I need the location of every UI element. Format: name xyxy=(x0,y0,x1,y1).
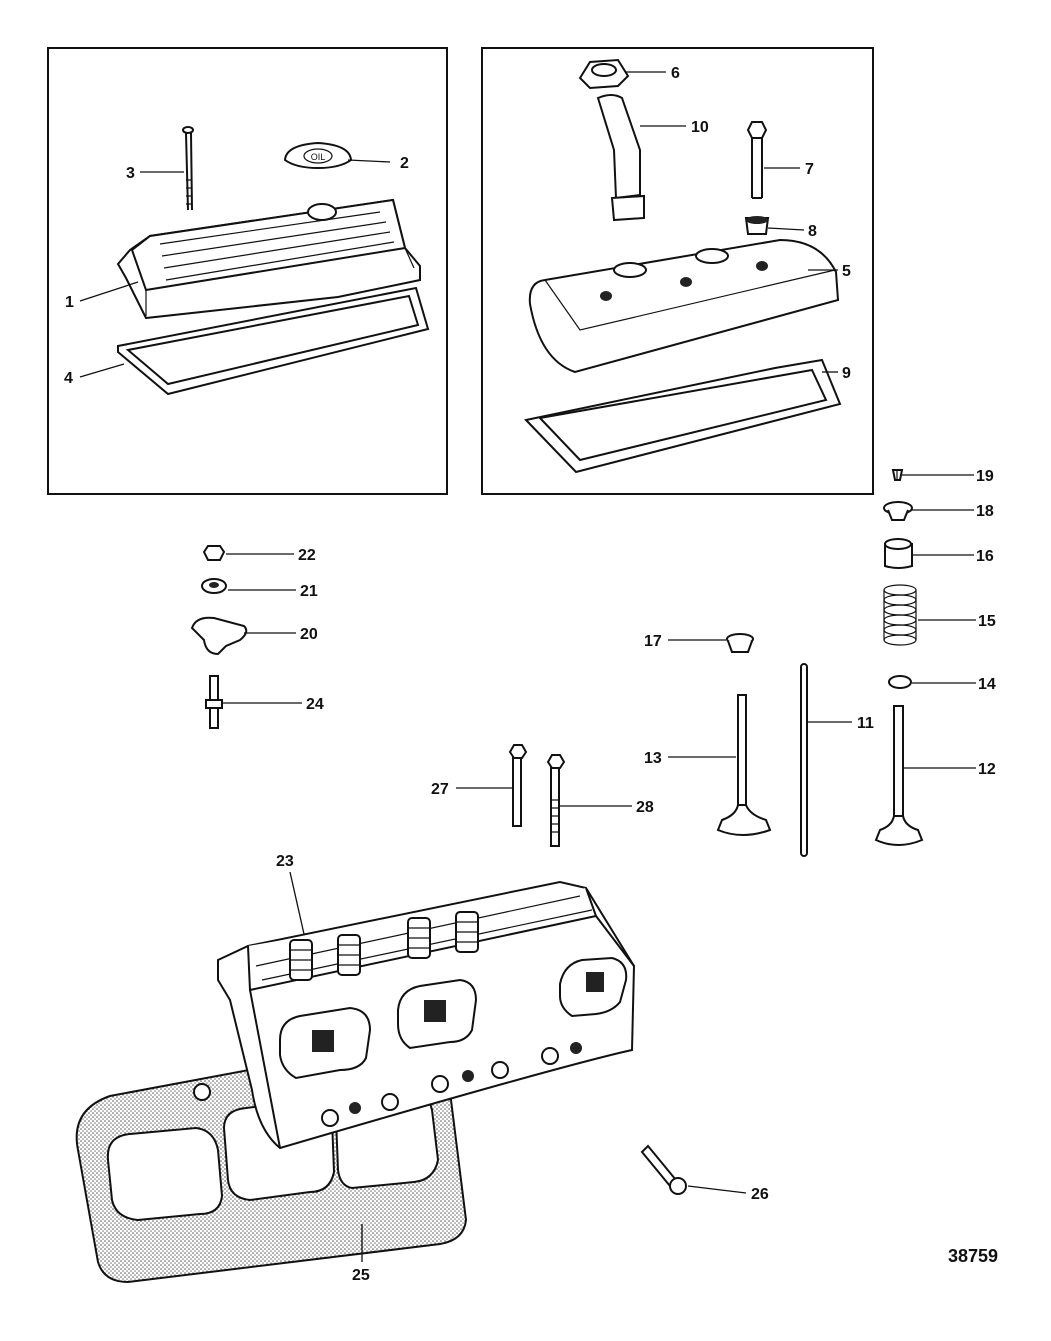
leader-8 xyxy=(767,227,805,231)
callout-12: 12 xyxy=(978,761,996,778)
leader-1 xyxy=(79,281,139,302)
callout-9: 9 xyxy=(842,365,851,382)
rotator-part-17 xyxy=(726,633,754,653)
leader-26 xyxy=(687,1185,747,1194)
callout-21: 21 xyxy=(300,583,318,600)
valve-cover-part-1 xyxy=(116,198,421,320)
callout-27: 27 xyxy=(431,781,449,798)
intake-valve-part-13 xyxy=(716,694,772,836)
callout-10: 10 xyxy=(691,119,709,136)
right-panel: 5 6 7 8 9 10 xyxy=(481,47,874,495)
head-bolt-part-28 xyxy=(546,754,566,847)
callout-18: 18 xyxy=(976,503,994,520)
callout-22: 22 xyxy=(298,547,316,564)
callout-14: 14 xyxy=(978,676,996,693)
leader-23 xyxy=(289,871,305,935)
rocker-ball-part-21 xyxy=(201,578,227,594)
callout-6: 6 xyxy=(671,65,680,82)
valve-seal-part-16 xyxy=(884,538,913,569)
callout-2: 2 xyxy=(400,155,409,172)
filler-cap-part-6 xyxy=(578,58,630,90)
grommet-part-8 xyxy=(744,216,770,235)
head-valve-springs xyxy=(289,911,479,981)
exhaust-valve-part-12 xyxy=(874,705,924,846)
callout-16: 16 xyxy=(976,548,994,565)
valve-cover-gasket-part-4 xyxy=(117,286,430,396)
leader-4 xyxy=(79,363,125,378)
cylinder-head-part-23 xyxy=(217,880,636,1150)
figure-number: 38759 xyxy=(948,1246,998,1266)
valve-train-parts: 11 12 13 14 15 16 17 18 19 xyxy=(644,468,996,857)
callout-28: 28 xyxy=(636,799,654,816)
rocker-cover-gasket-part-9 xyxy=(524,358,842,474)
left-panel: OIL 1 2 3 4 xyxy=(47,47,448,495)
pushrod-part-11 xyxy=(800,663,808,857)
rocker-arm-parts: 20 21 22 24 xyxy=(190,545,324,729)
rocker-arm-part-20 xyxy=(190,616,248,656)
head-bolt-part-27 xyxy=(508,744,528,827)
valve-shim-part-14 xyxy=(888,675,912,689)
callout-15: 15 xyxy=(978,613,996,630)
callout-20: 20 xyxy=(300,626,318,643)
callout-5: 5 xyxy=(842,263,851,280)
callout-8: 8 xyxy=(808,223,817,240)
callout-17: 17 xyxy=(644,633,662,650)
callout-25: 25 xyxy=(352,1267,370,1284)
oil-cap-label: OIL xyxy=(311,152,326,162)
callout-7: 7 xyxy=(805,161,814,178)
callout-4: 4 xyxy=(64,370,73,387)
callout-23: 23 xyxy=(276,853,294,870)
rocker-nut-part-22 xyxy=(202,545,226,561)
leader-2 xyxy=(347,159,391,163)
rocker-cover-part-5 xyxy=(528,238,840,374)
filler-tube-part-10 xyxy=(596,94,645,222)
head-bolts: 27 28 xyxy=(431,744,654,847)
valve-spring-part-15 xyxy=(883,584,917,646)
valve-spring-cap-part-18 xyxy=(883,501,913,521)
callout-11: 11 xyxy=(857,715,874,732)
callout-1: 1 xyxy=(65,294,74,311)
callout-26: 26 xyxy=(751,1186,769,1203)
cylinder-head-bolt-part-26 xyxy=(640,1144,687,1195)
callout-13: 13 xyxy=(644,750,662,767)
rocker-stud-part-24 xyxy=(205,675,223,729)
right-panel-border xyxy=(481,47,874,495)
valve-keys-part-19 xyxy=(891,469,904,481)
cover-bolt-part-7 xyxy=(746,121,768,199)
callout-19: 19 xyxy=(976,468,994,485)
cover-screw-part-3 xyxy=(182,126,194,211)
oil-fill-cap-part-2: OIL xyxy=(283,141,353,170)
callout-24: 24 xyxy=(306,696,324,713)
callout-3: 3 xyxy=(126,165,135,182)
left-panel-border xyxy=(47,47,448,495)
